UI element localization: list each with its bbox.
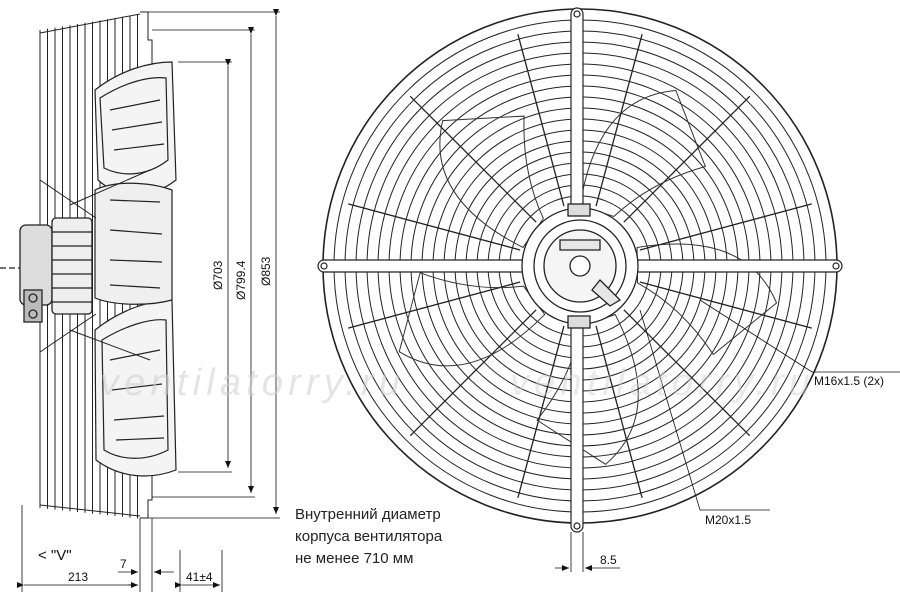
side-blades [94,61,177,477]
note-line-1: Внутренний диаметр [295,506,441,523]
dim-w41: 41±4 [186,570,213,584]
label-m20: M20x1.5 [705,513,751,527]
leaders [639,299,900,511]
dim-d703: Ø703 [211,260,225,290]
housing-note: Внутренний диаметр корпуса вентилятора н… [295,504,442,570]
guard-spoke [639,281,812,329]
fan-blade [398,272,546,367]
guard-spoke [623,95,751,223]
guard-spoke [517,34,565,207]
fan-blade [439,115,544,249]
guard-spokes [348,34,812,498]
fan-blade [636,243,778,356]
note-line-3: не менее 710 мм [295,550,414,567]
side-motor [0,217,93,323]
dim-w7: 7 [120,557,127,571]
label-m16: M16x1.5 (2x) [814,374,884,388]
side-dim-texts: Ø703 Ø799.4 Ø853 213 7 41±4 < "V" [38,256,273,584]
side-dimensions [17,9,280,592]
guard-spoke [595,325,643,498]
dim-d853: Ø853 [259,256,273,286]
note-line-2: корпуса вентилятора [295,528,443,545]
guard-spoke [623,309,751,437]
side-view [0,11,177,519]
guard-spoke [348,203,521,251]
view-marker-v: < "V" [38,547,72,564]
watermark: ventilatorry.ru [100,362,400,404]
front-hub [521,203,639,329]
guard-spoke [639,203,812,251]
guard-spoke [409,309,537,437]
guard-spoke [409,95,537,223]
watermark-repeat: ventilatorry.ru [510,362,810,404]
dim-w213: 213 [68,570,88,584]
dim-gap: 8.5 [600,553,617,567]
guard-spoke [595,34,643,207]
dim-d799: Ø799.4 [234,260,248,300]
guard-spoke [517,325,565,498]
front-view: 8.5 M16x1.5 (2x) M20x1.5 [317,7,900,572]
fan-blade [579,89,706,218]
guard-spoke [348,281,521,329]
gap-dimension [555,532,620,572]
